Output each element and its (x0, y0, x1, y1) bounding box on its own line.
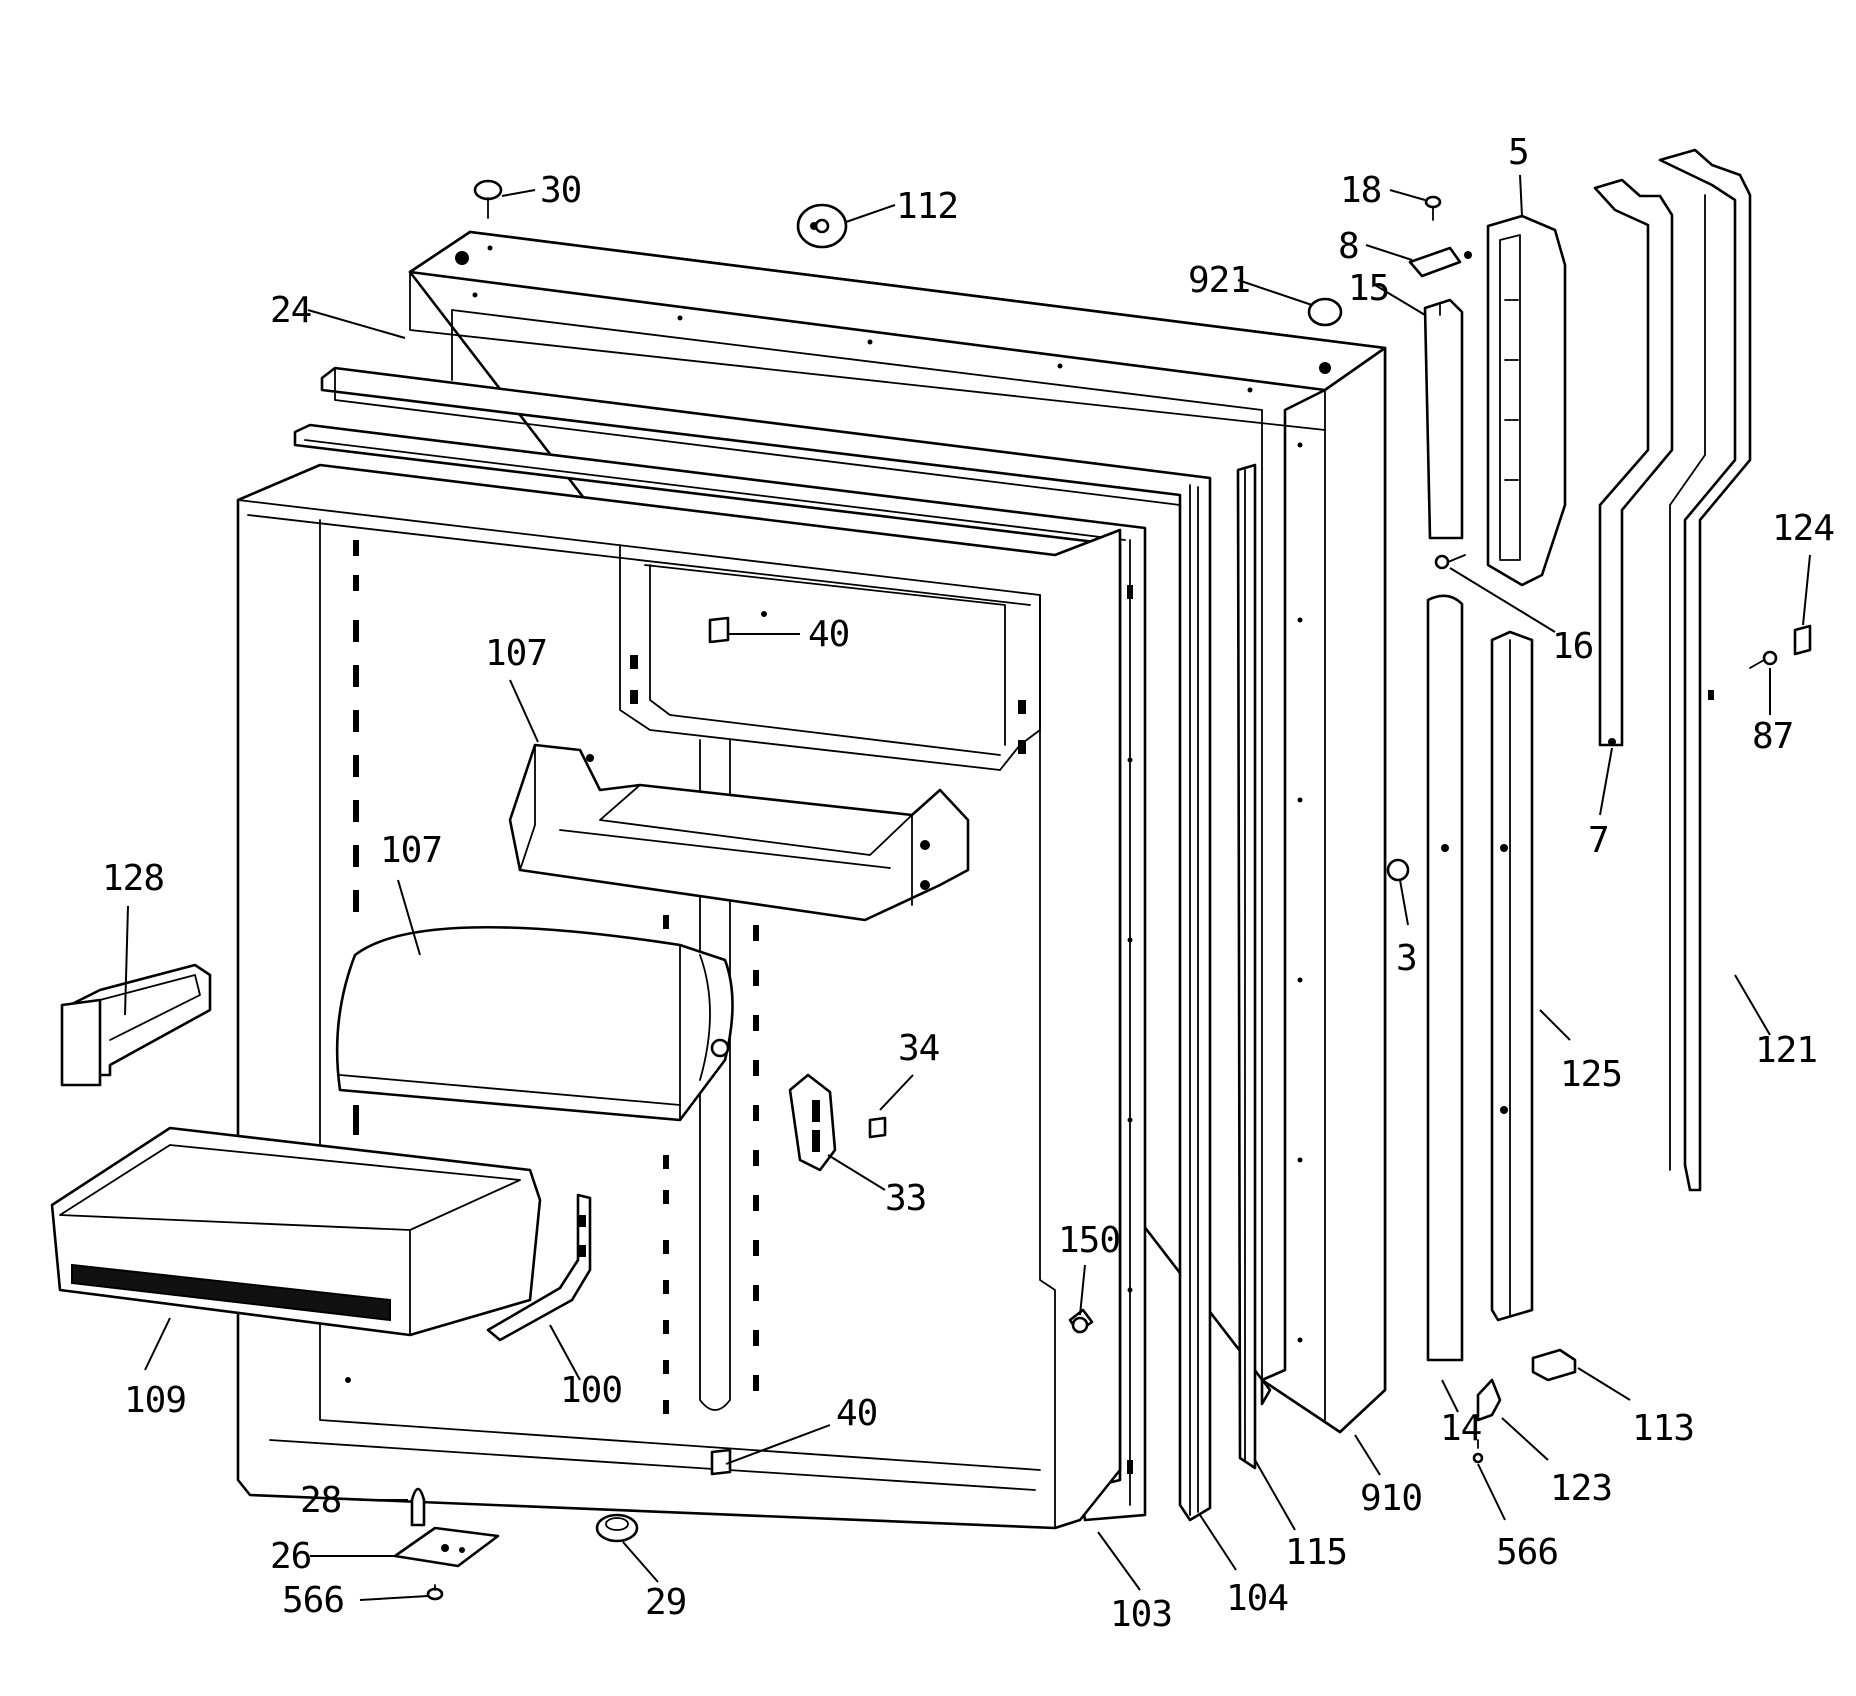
callout-107-lower: 107 (380, 830, 442, 871)
callout-910: 910 (1360, 1478, 1422, 1519)
callout-14: 14 (1440, 1408, 1481, 1449)
hinge-plate-123 (1476, 1378, 1502, 1422)
callout-109: 109 (124, 1380, 186, 1421)
cam-28 (410, 1487, 426, 1527)
bottom-hinge-plate-26 (393, 1526, 500, 1568)
callout-33: 33 (885, 1178, 926, 1219)
callout-40-lower: 40 (836, 1393, 877, 1434)
butter-bin-cover[interactable] (60, 963, 212, 1087)
callout-labels: 30 112 18 8 921 15 5 24 16 124 87 7 40 1… (102, 132, 1835, 1635)
callout-24: 24 (270, 290, 311, 331)
callout-40-upper: 40 (808, 614, 849, 655)
dairy-compartment-door[interactable] (335, 925, 734, 1122)
callout-128: 128 (102, 858, 164, 899)
callout-123: 123 (1550, 1468, 1612, 1509)
callout-115: 115 (1285, 1532, 1347, 1573)
callout-7: 7 (1588, 820, 1609, 861)
leader-lines (124, 174, 1811, 1601)
handle-cap-5[interactable] (1486, 214, 1567, 587)
callout-30: 30 (540, 170, 581, 211)
callout-28: 28 (300, 1480, 341, 1521)
stop-124 (1793, 624, 1812, 656)
callout-103: 103 (1110, 1594, 1172, 1635)
screw-30 (473, 179, 503, 219)
screw-87 (1749, 650, 1778, 669)
door-stop-113 (1531, 1348, 1577, 1382)
plug-button-112 (796, 203, 848, 249)
callout-121: 121 (1755, 1030, 1817, 1071)
callout-124: 124 (1772, 508, 1834, 549)
callout-5: 5 (1508, 132, 1529, 173)
upper-door-shelf[interactable] (508, 743, 970, 922)
hinge-cover-15 (1423, 298, 1464, 540)
callout-100: 100 (560, 1370, 622, 1411)
callout-566-right: 566 (1496, 1532, 1558, 1573)
callout-16: 16 (1552, 626, 1593, 667)
callout-125: 125 (1560, 1054, 1622, 1095)
callout-107-upper: 107 (485, 633, 547, 674)
callout-566-left: 566 (282, 1580, 344, 1621)
callout-104: 104 (1226, 1578, 1288, 1619)
screw-16 (1434, 554, 1466, 570)
callout-3: 3 (1396, 938, 1417, 979)
shelf-slot-row-left (353, 540, 359, 1135)
bottom-door-bin[interactable] (50, 1126, 542, 1337)
shelf-bracket (486, 1193, 592, 1342)
door-gasket (320, 366, 1212, 1522)
callout-34: 34 (898, 1028, 939, 1069)
screw-566-left (426, 1584, 444, 1601)
bracket-8 (1408, 246, 1472, 278)
callout-29: 29 (645, 1582, 686, 1623)
screw-18 (1424, 195, 1442, 221)
callout-87: 87 (1752, 716, 1793, 757)
shelf-support-clip (788, 1073, 837, 1172)
bushing-29 (595, 1513, 639, 1543)
handle-rail-125[interactable] (1490, 630, 1534, 1322)
callout-113: 113 (1632, 1408, 1694, 1449)
callout-150: 150 (1058, 1220, 1120, 1261)
callout-112: 112 (896, 186, 958, 227)
plug-3 (1386, 858, 1410, 882)
cap-921 (1307, 297, 1343, 327)
callout-26: 26 (270, 1536, 311, 1577)
hinge-bar-121 (1658, 148, 1752, 1192)
callout-8: 8 (1338, 226, 1359, 267)
callout-18: 18 (1340, 170, 1381, 211)
handle-trim-14[interactable] (1426, 594, 1464, 1362)
callout-15: 15 (1348, 268, 1389, 309)
callout-921: 921 (1188, 260, 1250, 301)
hinge-7 (1593, 178, 1674, 747)
screw-566-right (1472, 1439, 1484, 1464)
seal-strip-115 (1236, 463, 1257, 1470)
shelf-slot-row-right (663, 915, 759, 1414)
screw-150 (1071, 1316, 1089, 1334)
